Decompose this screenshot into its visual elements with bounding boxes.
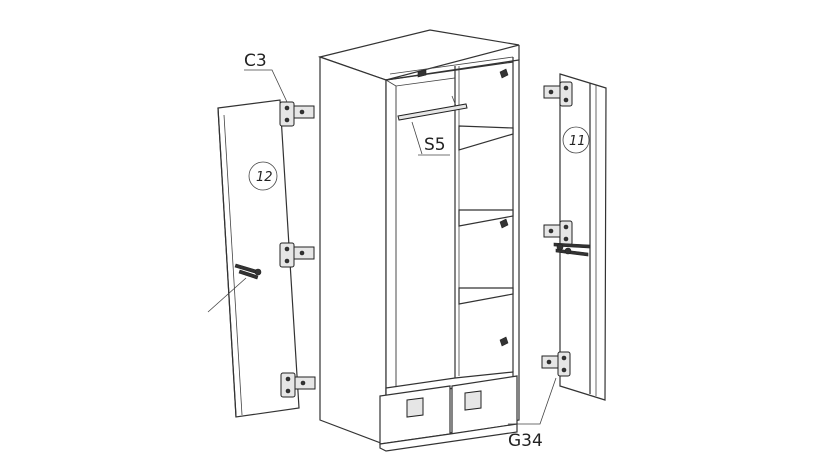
label-g34-group: G34 <box>508 377 557 451</box>
right-door-part-circle <box>562 126 590 154</box>
hinge-top-right <box>543 81 573 107</box>
hinge-middle-left <box>279 242 315 268</box>
left-door: 12 <box>217 99 300 418</box>
left-door-hinges <box>234 101 316 398</box>
label-c3-group: C3 <box>244 51 288 103</box>
right-door-hinges <box>541 81 591 377</box>
label-s5: S5 <box>424 135 446 155</box>
hinge-middle-right <box>543 220 573 246</box>
wardrobe-cabinet <box>317 29 520 452</box>
screws-left <box>234 263 262 280</box>
hinge-top-left <box>279 101 315 127</box>
screws-right <box>553 242 591 257</box>
right-door-part-number: 11 <box>569 134 586 149</box>
label-g34: G34 <box>508 431 543 451</box>
hinge-bottom-right <box>541 351 571 377</box>
left-door-part-number: 12 <box>256 170 273 185</box>
screw-leader-line <box>207 277 247 313</box>
right-door: 11 <box>559 73 607 401</box>
left-door-part-circle <box>248 161 278 191</box>
label-c3: C3 <box>244 51 267 71</box>
label-s5-group: S5 <box>411 121 450 156</box>
hinge-bottom-left <box>280 372 316 398</box>
